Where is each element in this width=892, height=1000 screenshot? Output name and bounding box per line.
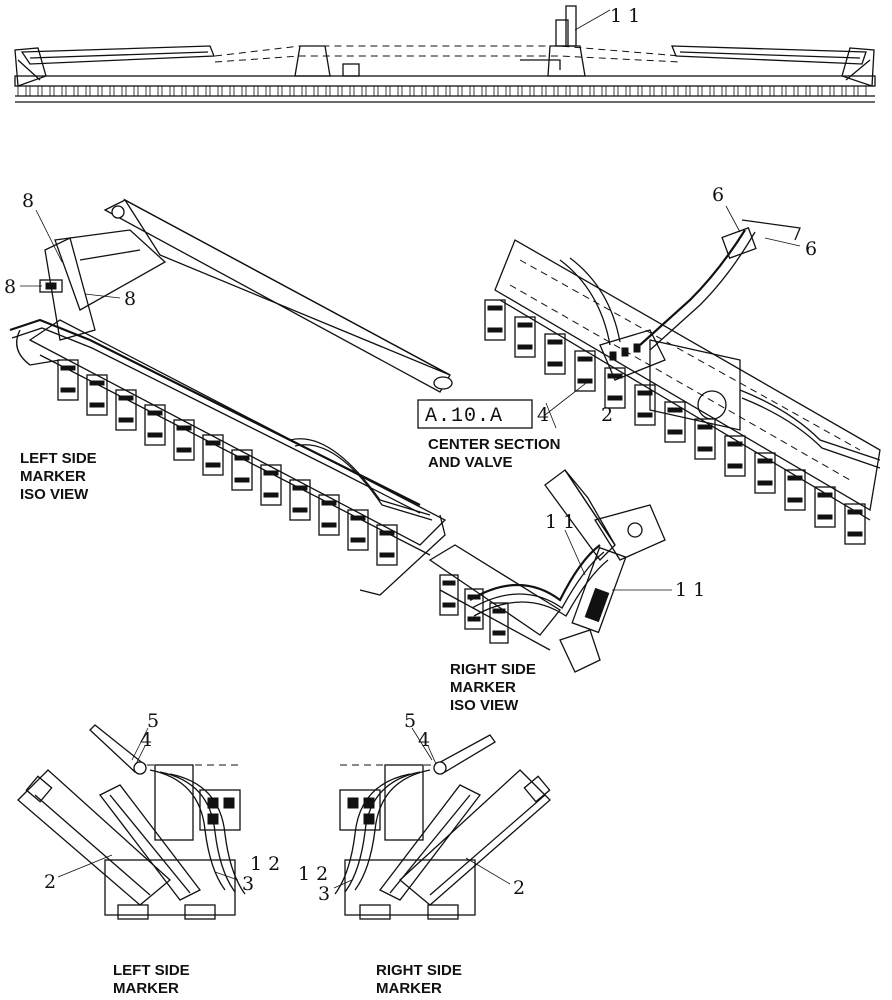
caption-right-iso-2: MARKER	[450, 679, 516, 696]
caption-right-iso-3: ISO VIEW	[450, 697, 519, 714]
callout-4-center: 4	[537, 404, 549, 426]
caption-left-detail-1: LEFT SIDE	[113, 962, 190, 979]
callout-3-br: 3	[318, 883, 330, 905]
caption-left-iso-3: ISO VIEW	[20, 486, 89, 503]
top-overall-view: 1 1	[14, 5, 876, 103]
reference-box	[417, 399, 533, 429]
caption-right-iso-1: RIGHT SIDE	[450, 661, 536, 678]
right-marker-iso-view: 1 1 1 1 RIGHT SIDE MARKER ISO VIEW	[428, 469, 705, 714]
callout-8b: 8	[4, 276, 16, 298]
callout-4-bl: 4	[140, 729, 152, 751]
caption-center-1: CENTER SECTION	[428, 436, 561, 453]
callout-6a: 6	[712, 184, 724, 206]
callout-2-bl: 2	[44, 871, 56, 893]
center-section-view: 6 6 A.10.A 4 2 CENTER SECTION AND VALVE	[417, 184, 881, 545]
callout-3-bl: 3	[242, 873, 254, 895]
callout-2-center: 2	[601, 404, 613, 426]
callout-4-br: 4	[418, 729, 430, 751]
callout-2-br: 2	[513, 877, 525, 899]
row-unit-strip	[17, 85, 867, 97]
row-unit-strip	[484, 299, 866, 545]
caption-center-2: AND VALVE	[428, 454, 512, 471]
caption-left-iso-1: LEFT SIDE	[20, 450, 97, 467]
callout-5-bl: 5	[147, 710, 159, 732]
reference-code: A.10.A	[425, 405, 503, 428]
callout-11-right-b: 1 1	[675, 579, 705, 601]
caption-right-detail-2: MARKER	[376, 980, 442, 997]
caption-left-iso-2: MARKER	[20, 468, 86, 485]
callout-12-br: 1 2	[298, 863, 328, 885]
callout-6b: 6	[805, 238, 817, 260]
caption-left-detail-2: MARKER	[113, 980, 179, 997]
callout-8c: 8	[124, 288, 136, 310]
callout-12-bl: 1 2	[250, 853, 280, 875]
left-marker-iso-view: 8 8 8 LEFT SIDE MARKER ISO VIEW	[4, 190, 453, 596]
callout-11-top: 1 1	[610, 5, 640, 27]
callout-8a: 8	[22, 190, 34, 212]
callout-11-right-a: 1 1	[545, 511, 575, 533]
callout-5-br: 5	[404, 710, 416, 732]
right-marker-detail: 5 4 1 2 3 2 RIGHT SIDE MARKER	[298, 710, 551, 997]
left-marker-detail: 5 4 2 1 2 3 LEFT SIDE MARKER	[17, 710, 280, 997]
row-unit-strip	[57, 359, 398, 566]
caption-right-detail-1: RIGHT SIDE	[376, 962, 462, 979]
